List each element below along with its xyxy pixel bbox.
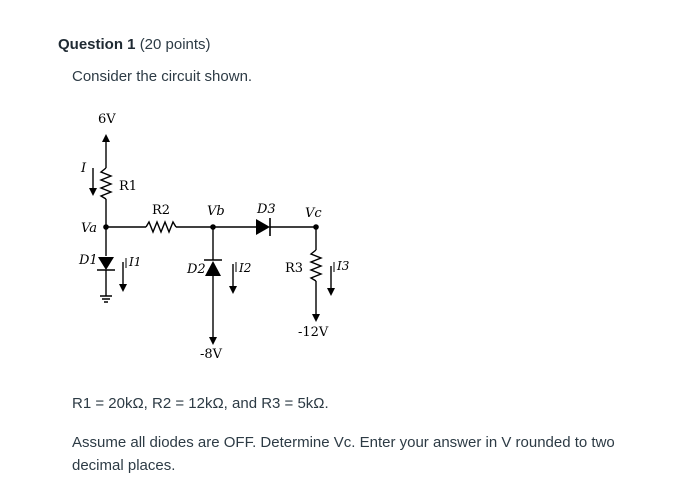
current-arrowheads	[89, 188, 335, 296]
question-instructions: Assume all diodes are OFF. Determine Vc.…	[72, 434, 615, 474]
circuit-diagram: 6V I R1 Va D1 I1 R2 Vb D3 Vc D2 I2 R3 I3…	[78, 112, 350, 362]
label-neg8v: -8V	[200, 347, 223, 362]
circuit-nodes	[103, 224, 319, 230]
label-i2: I2	[238, 261, 251, 275]
diode-d2	[204, 259, 222, 276]
diode-d3	[256, 218, 271, 236]
label-r2: R2	[152, 203, 170, 218]
label-d2: D2	[186, 262, 206, 277]
label-6v: 6V	[98, 112, 116, 127]
question-points: (20 points)	[139, 36, 211, 53]
label-d3: D3	[256, 202, 276, 217]
label-vc: Vc	[305, 206, 322, 221]
label-va: Va	[81, 221, 97, 236]
label-current-i: I	[80, 161, 87, 176]
circuit-wires	[99, 140, 323, 340]
current-ticks	[125, 258, 335, 272]
label-vb: Vb	[207, 204, 225, 219]
question-header: Question 1 (20 points)	[58, 36, 211, 53]
current-arrows	[92, 168, 332, 290]
label-r1: R1	[119, 179, 137, 194]
label-i3: I3	[336, 259, 350, 273]
question-prompt: Consider the circuit shown.	[72, 68, 253, 85]
label-neg12v: -12V	[298, 325, 329, 340]
label-d1: D1	[78, 253, 98, 268]
diode-d1	[97, 257, 115, 271]
resistor-values: R1 = 20kΩ, R2 = 12kΩ, and R3 = 5kΩ.	[72, 395, 329, 412]
question-title: Question 1	[58, 36, 136, 53]
label-i1: I1	[128, 255, 141, 269]
label-r3: R3	[285, 261, 303, 276]
supply-arrows	[102, 134, 320, 345]
